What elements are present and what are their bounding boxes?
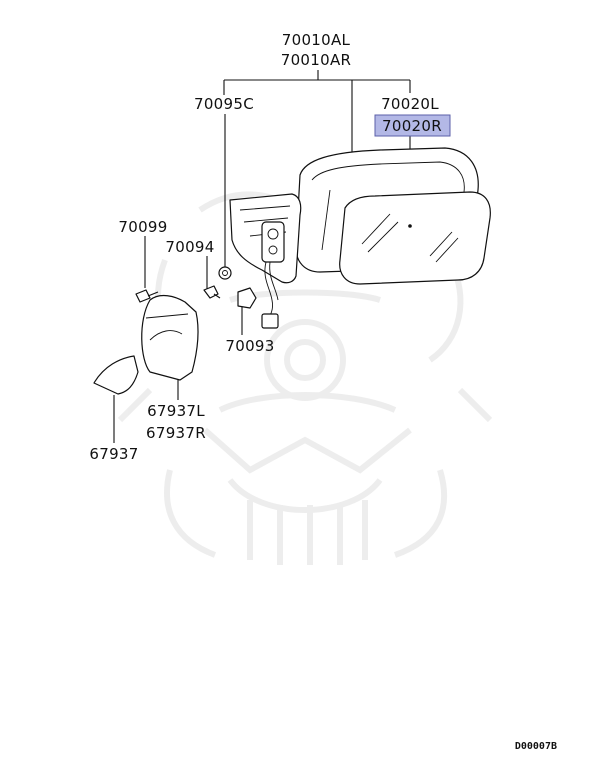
screw-shank [213, 293, 221, 299]
label-cover-l[interactable]: 67937L [147, 402, 205, 420]
highlight-box-70020r [374, 114, 451, 137]
harness-wire-2 [269, 261, 279, 301]
glass-pointer [408, 224, 412, 228]
housing-edge [321, 189, 331, 251]
label-cap[interactable]: 67937 [89, 445, 138, 463]
watermark-emblem [117, 191, 493, 565]
glass-reflection-1 [361, 213, 399, 253]
document-code: D00007B [515, 741, 557, 752]
label-assembly-r[interactable]: 70010AR [281, 51, 352, 69]
glass-reflection-2 [429, 231, 459, 263]
cover-shell [141, 294, 199, 381]
harness-connector [261, 313, 279, 329]
screw-head-2 [135, 289, 151, 303]
label-assembly-l[interactable]: 70010AL [282, 31, 351, 49]
label-cover-r[interactable]: 67937R [146, 424, 206, 442]
label-glass-l[interactable]: 70020L [381, 95, 439, 113]
cover-contour [149, 330, 183, 341]
motor-pivot-2 [268, 245, 278, 255]
grommet-body [237, 287, 257, 309]
label-70094[interactable]: 70094 [165, 238, 214, 256]
cover-edge [145, 313, 189, 319]
label-70093[interactable]: 70093 [225, 337, 274, 355]
nut-70095c [218, 266, 232, 280]
label-70095c[interactable]: 70095C [194, 95, 254, 113]
grommet-70093 [237, 287, 257, 309]
cap-shell [93, 355, 139, 395]
screw-70099 [135, 289, 159, 303]
housing-contour [311, 161, 465, 193]
motor-unit [261, 221, 285, 263]
screw-70094 [203, 285, 221, 299]
motor-pivot [267, 228, 279, 240]
glass-panel [339, 191, 491, 285]
cap-67937 [93, 355, 139, 395]
inner-cover [141, 294, 199, 381]
label-glass-r[interactable]: 70020R [382, 117, 442, 135]
label-70099[interactable]: 70099 [118, 218, 167, 236]
nut-body [218, 266, 232, 280]
wiring-harness [261, 261, 279, 329]
screw-head [203, 285, 219, 299]
screw-shank-2 [147, 291, 159, 297]
nut-hole [222, 270, 228, 276]
mirror-glass [339, 191, 491, 285]
